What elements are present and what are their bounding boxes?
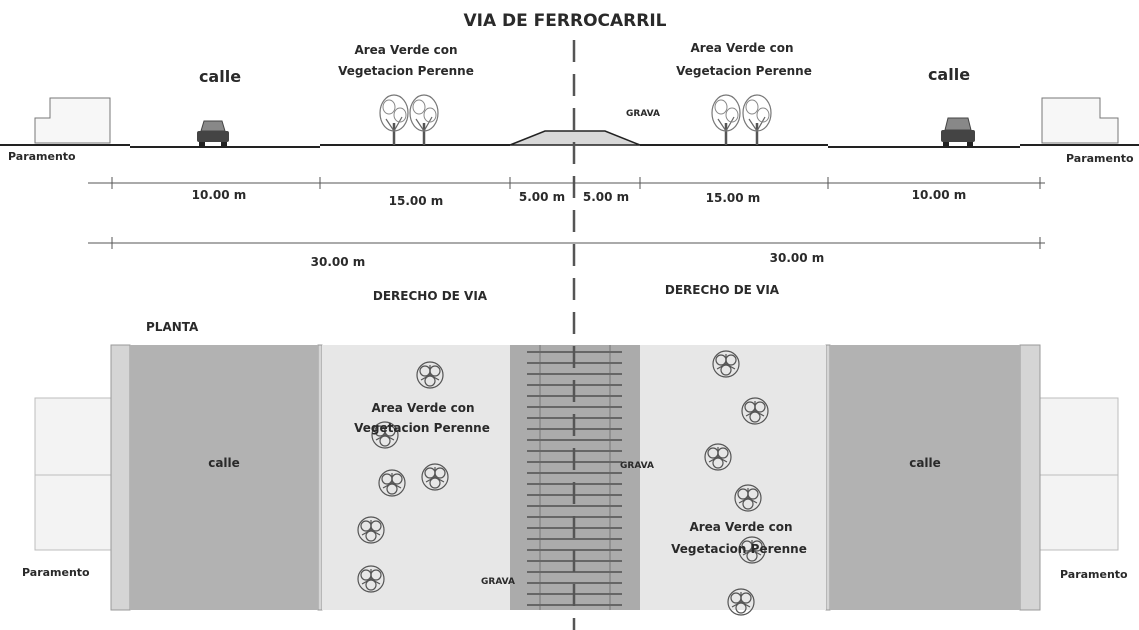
building-left: [34, 97, 111, 144]
green-area-right-plan: [640, 345, 826, 610]
plan-street-right-label: calle: [909, 456, 941, 470]
dimension-line-total: [88, 237, 1045, 249]
section-green-left-line1: Area Verde con: [354, 43, 457, 57]
dim-left-green: 15.00 m: [389, 194, 444, 208]
dim-right-total: 30.00 m: [770, 251, 825, 265]
plan-facade-right-label: Paramento: [1060, 568, 1128, 581]
plan-green-left-line1: Area Verde con: [371, 401, 474, 415]
gravel-mound: [509, 130, 641, 146]
green-area-left-plan: [322, 345, 510, 610]
facade-block-left: [34, 397, 112, 551]
street-right-plan: [830, 345, 1020, 610]
plan-street-left-label: calle: [208, 456, 240, 470]
dim-right-street: 10.00 m: [912, 188, 967, 202]
ground-profile: [0, 130, 1139, 148]
section-facade-right-label: Paramento: [1066, 152, 1134, 165]
section-green-left-line2: Vegetacion Perenne: [338, 64, 474, 78]
car-right-icon: [941, 117, 975, 146]
section-street-right-label: calle: [928, 65, 970, 84]
section-green-right-line2: Vegetacion Perenne: [676, 64, 812, 78]
plan-gravel-label-2: GRAVA: [481, 577, 515, 587]
section-gravel-label: GRAVA: [626, 109, 660, 119]
dim-right-gravel: 5.00 m: [583, 190, 629, 204]
plan-view: [34, 344, 1119, 611]
building-right: [1041, 97, 1119, 144]
dim-left-street: 10.00 m: [192, 188, 247, 202]
section-facade-left-label: Paramento: [8, 150, 76, 163]
plan-green-left-line2: Vegetacion Perenne: [354, 421, 490, 435]
plan-facade-left-label: Paramento: [22, 566, 90, 579]
section-green-right-line1: Area Verde con: [690, 41, 793, 55]
plan-green-right-line2: Vegetacion Perenne: [671, 542, 807, 556]
dimension-line-partial: [88, 177, 1045, 189]
right-of-way-left-label: DERECHO DE VIA: [373, 289, 488, 303]
section-street-left-label: calle: [199, 67, 241, 86]
car-left-icon: [197, 120, 229, 146]
facade-block-right: [1039, 397, 1119, 551]
plan-label: PLANTA: [146, 320, 199, 334]
dim-left-total: 30.00 m: [311, 255, 366, 269]
plan-green-right-line1: Area Verde con: [689, 520, 792, 534]
dim-left-gravel: 5.00 m: [519, 190, 565, 204]
plan-gravel-label-1: GRAVA: [620, 461, 654, 471]
right-of-way-right-label: DERECHO DE VIA: [665, 283, 780, 297]
dim-right-green: 15.00 m: [706, 191, 761, 205]
street-left-plan: [130, 345, 318, 610]
diagram-title: VIA DE FERROCARRIL: [463, 11, 666, 31]
